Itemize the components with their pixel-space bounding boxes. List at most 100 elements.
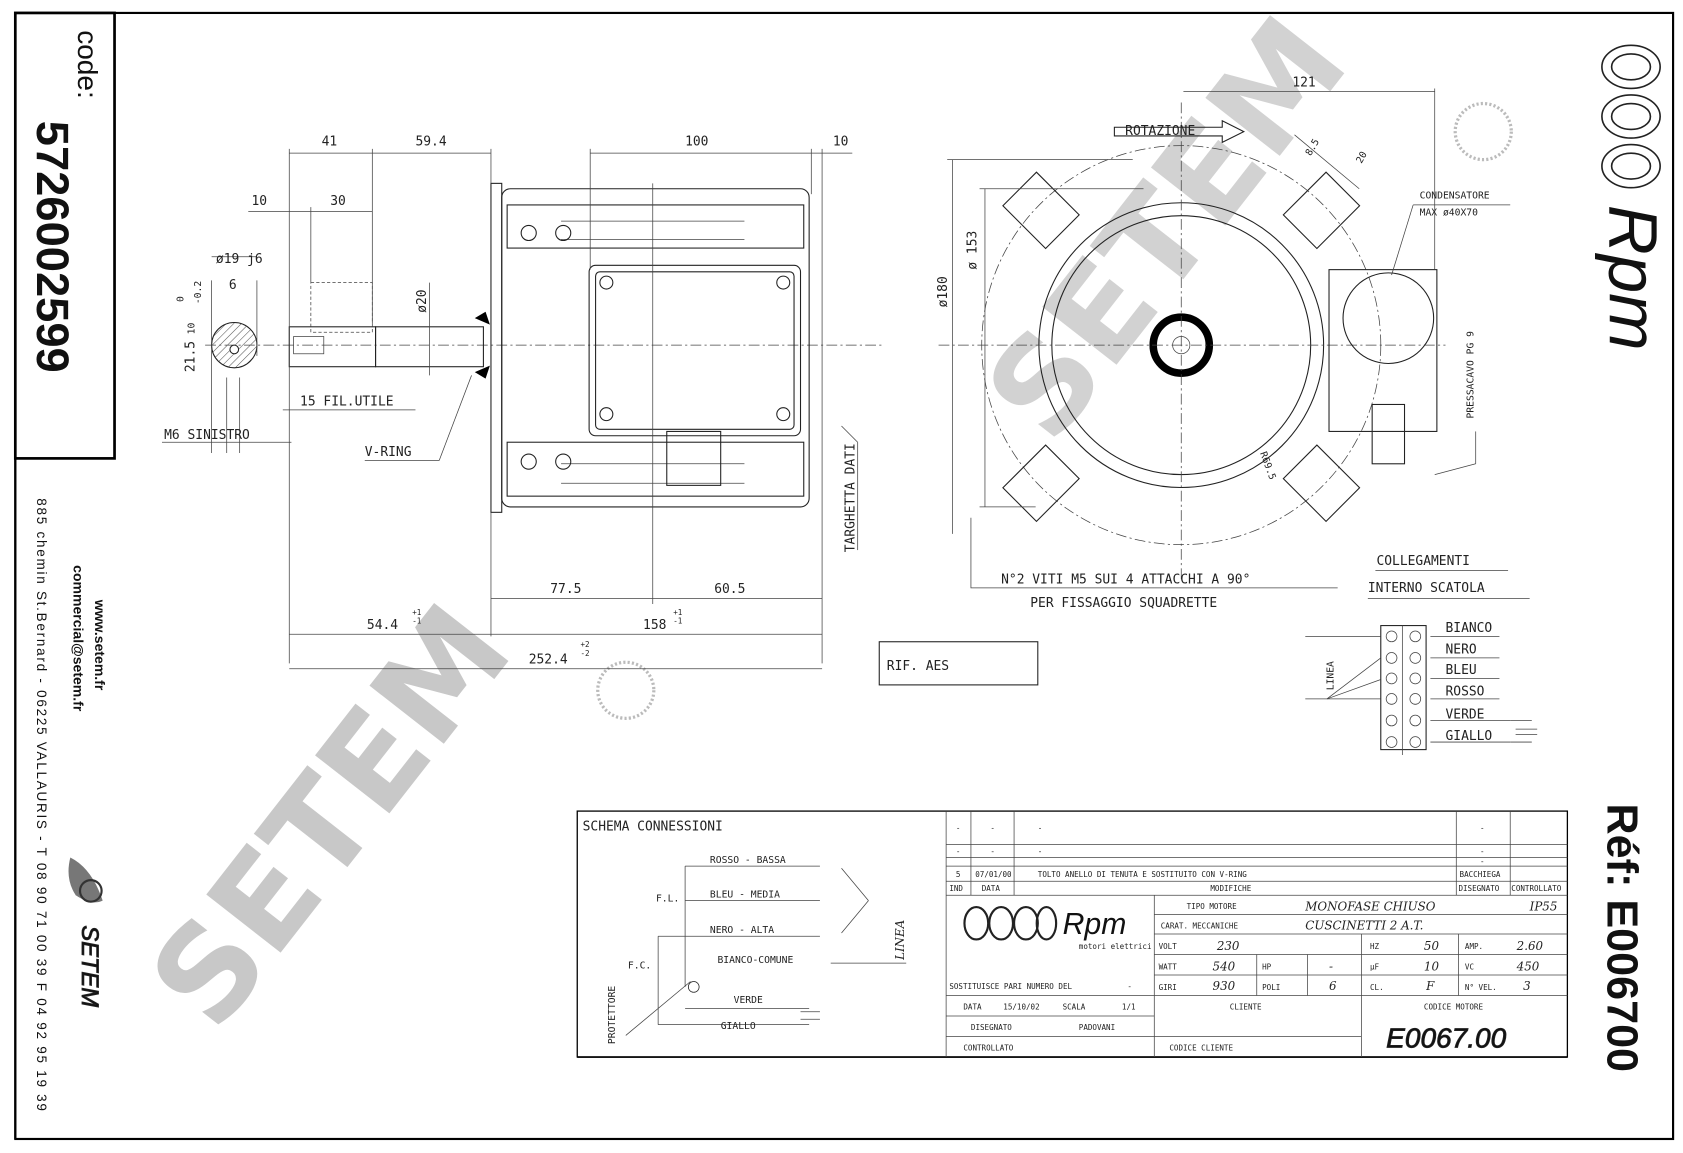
connections-title-1: COLLEGAMENTI [1376,554,1469,569]
rev-text: - [1038,824,1043,833]
rpm-logo-small: Rpm motori elettrici [963,906,1152,951]
uf-value: 10 [1424,960,1440,974]
schema-fc: F.C. [628,961,651,972]
dim-41: 41 [322,135,338,150]
rotation-label: ROTAZIONE [1125,124,1195,139]
dim-158: 158 [643,618,666,633]
setem-watermark: SETEM [121,578,540,1055]
wire-list: BIANCO NERO BLEU ROSSO VERDE GIALLO [1385,621,1511,748]
hz-value: 50 [1424,939,1440,953]
tol-158-minus: -1 [673,616,683,625]
motor-code-label: CODICE MOTORE [1424,1003,1484,1012]
dim-121: 121 [1292,75,1315,90]
cl-label: CL. [1370,983,1384,992]
dim-100: 100 [685,135,708,150]
client-code-label: CODICE CLIENTE [1169,1044,1233,1053]
date-label: DATA [963,1003,982,1012]
amp-label: AMP. [1465,942,1483,951]
vc-label: VC [1465,963,1474,972]
rif-label: RIF. AES [887,659,949,674]
dim-77-5: 77.5 [550,582,581,597]
vc-value: 450 [1516,960,1540,974]
mech-value: CUSCINETTI 2 A.T. [1305,919,1423,933]
schema-giallo: GIALLO [721,1021,756,1032]
header-ind: IND [949,884,963,893]
poli-label: POLI [1262,983,1280,992]
terminal-connections: COLLEGAMENTI INTERNO SCATOLA LINEA BIANC… [1305,554,1538,756]
rev-drawn: BACCHIEGA [1460,870,1501,879]
connections-line-label: LINEA [1325,661,1336,690]
schema-rosso: ROSSO - BASSA [710,855,786,866]
dim-30: 30 [330,194,346,209]
dim-10-key: 10 [186,323,197,335]
tol-0: 0 [176,296,187,302]
tol-252-plus: +2 [580,640,589,649]
rpm-logo-small-text: Rpm [1063,908,1127,941]
rev-date: - [990,847,995,856]
capacitor-max: MAX ø40X70 [1420,208,1478,219]
replaces-value: - [1127,982,1132,991]
front-view: 121 ROTAZIONE ø 153 ø180 8.5 20 CONDENSA… [936,75,1511,611]
dim-21-5: 21.5 [183,341,198,372]
volt-label: VOLT [1159,942,1178,951]
watt-label: WATT [1159,963,1178,972]
watermark-seal [596,660,656,720]
tol-54-minus: -1 [412,616,422,625]
thread-length: 15 FIL.UTILE [300,395,393,410]
rpm-logo-text: Rpm [1594,205,1671,351]
rif-box [878,641,1039,686]
volt-value: 230 [1216,939,1240,953]
dim-20: 20 [1354,150,1369,166]
client-label: CLIENTE [1230,1003,1262,1012]
giri-value: 930 [1213,979,1236,993]
setem-logo: SETEM [68,857,103,1008]
cl-value: F [1425,979,1435,993]
m6-thread: M6 SINISTRO [164,428,250,443]
dim-10: 10 [252,194,268,209]
dia-180: ø180 [936,276,951,307]
scale-value: 1/1 [1122,1003,1136,1012]
rev-ind: - [956,824,961,833]
capacitor-label: CONDENSATORE [1420,190,1490,201]
dim-59-4: 59.4 [415,135,446,150]
schema-line: LINEA [893,920,907,961]
header-drawn: DISEGNATO [1458,884,1499,893]
dim-6: 6 [229,278,237,293]
schema-protector: PROTETTORE [607,986,618,1044]
rev-ind: - [956,847,961,856]
mech-label: CARAT. MECCANICHE [1161,922,1239,931]
poli-value: 6 [1329,979,1337,993]
dim-252-4: 252.4 [529,652,568,667]
ip-rating: IP55 [1529,899,1558,913]
schema-title: SCHEMA CONNESSIONI [583,820,723,835]
revision-rows: - - - - - - - - - 5 07/01/00 TOLTO ANELL… [956,824,1501,879]
motor-type: MONOFASE CHIUSO [1304,899,1435,913]
schema-bleu: BLEU - MEDIA [710,889,780,900]
vring-label: V-RING [365,445,412,460]
schema-fl: F.L. [656,894,679,905]
nvel-value: 3 [1523,979,1531,993]
hz-label: HZ [1370,942,1380,951]
dia-153: ø 153 [965,231,980,270]
rev-drawn: - [1480,824,1485,833]
watt-value: 540 [1213,960,1236,974]
wire-nero: NERO [1446,643,1477,658]
giri-label: GIRI [1159,983,1177,992]
wire-rosso: ROSSO [1446,685,1485,700]
dia-20: ø20 [415,289,430,312]
setem-watermark-2: SETEM [957,0,1376,467]
nvel-label: N° VEL. [1465,983,1497,992]
setem-brand: SETEM [76,925,102,1007]
amp-value: 2.60 [1516,939,1544,953]
rpm-logo: Rpm [1594,44,1671,351]
tol-54-plus: +1 [412,608,422,617]
dim-54-4: 54.4 [367,618,398,633]
website: www.setem.fr [92,599,108,691]
mounting-note-2: PER FISSAGGIO SQUADRETTE [1030,596,1217,611]
dim-60-5: 60.5 [714,582,745,597]
wire-bianco: BIANCO [1446,621,1493,636]
rev-text: TOLTO ANELLO DI TENUTA E SOSTITUITO CON … [1038,870,1247,879]
email: commercial@setem.fr [71,565,87,712]
side-view: 41 59.4 100 10 10 30 ø19 j6 6 0 -0.2 21.… [161,135,1039,686]
